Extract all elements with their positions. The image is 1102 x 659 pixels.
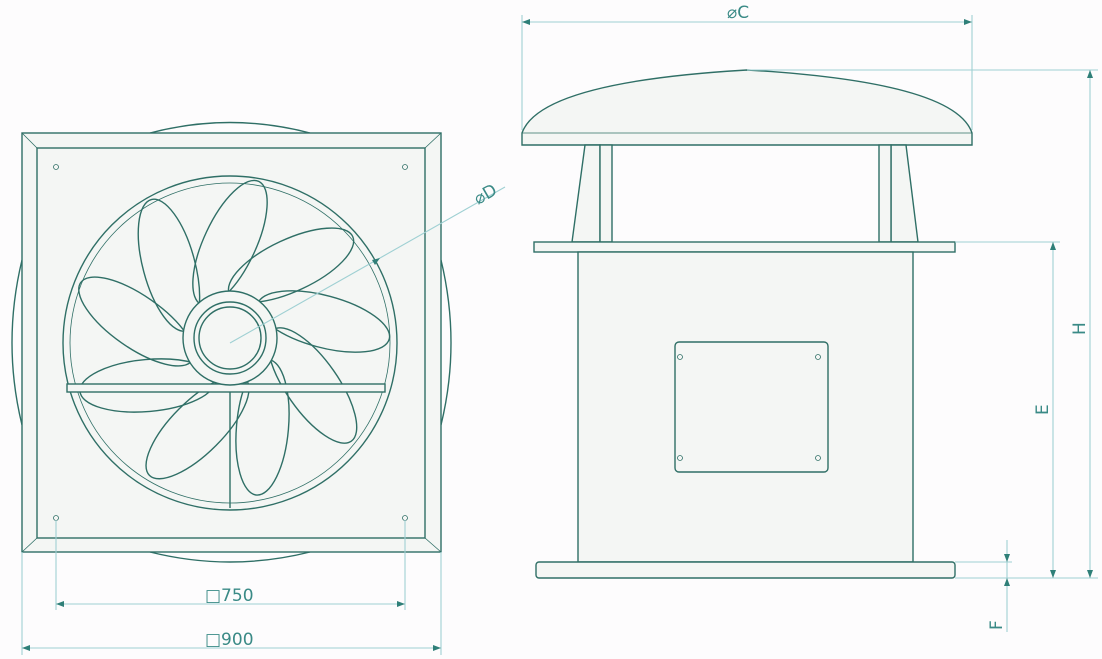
hub-outer bbox=[193, 301, 267, 375]
back-flange-right bbox=[440, 259, 452, 426]
inner-plate bbox=[36, 147, 426, 539]
right-brace bbox=[890, 144, 919, 243]
fan-ring-outer bbox=[62, 175, 398, 511]
back-flange-left bbox=[11, 259, 23, 426]
right-support bbox=[878, 144, 892, 243]
dim-d-leader bbox=[229, 257, 381, 344]
label-h: H bbox=[1070, 322, 1090, 335]
left-brace bbox=[571, 144, 601, 243]
label-750: □750 bbox=[205, 586, 254, 606]
label-e: E bbox=[1033, 404, 1053, 415]
top-flange bbox=[533, 241, 956, 253]
access-panel bbox=[674, 341, 829, 473]
back-flange-top bbox=[149, 121, 311, 134]
base-plate bbox=[535, 561, 956, 579]
label-c: ⌀C bbox=[727, 3, 749, 23]
label-f: F bbox=[987, 620, 1007, 630]
dimensions bbox=[21, 15, 1098, 655]
motor-housing bbox=[182, 290, 278, 386]
label-d: ⌀D bbox=[471, 180, 501, 209]
side-view bbox=[521, 69, 973, 579]
hub-inner bbox=[198, 306, 262, 370]
label-900: □900 bbox=[205, 630, 254, 650]
left-support bbox=[599, 144, 613, 243]
cowl-cap bbox=[521, 69, 973, 146]
back-flange-bottom bbox=[149, 551, 311, 563]
